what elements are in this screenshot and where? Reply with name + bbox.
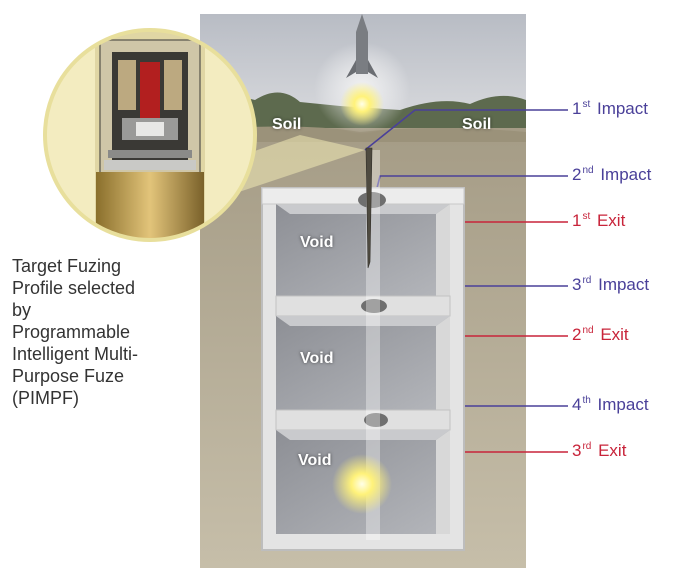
void-label-2: Void [300, 350, 334, 367]
callout-ordinal: st [582, 211, 591, 222]
caption-line: Profile selected [12, 278, 136, 298]
callout-number: 3 [572, 275, 582, 294]
slab-breach-1 [361, 299, 387, 313]
callout-number: 1 [572, 99, 582, 118]
callout-ordinal: rd [582, 275, 592, 286]
callout-ordinal: nd [582, 325, 594, 336]
caption-line: Intelligent Multi- [12, 344, 139, 364]
leader-1st-impact [364, 109, 568, 151]
slab-breach-2 [364, 413, 388, 427]
callout-word: Exit [595, 325, 629, 344]
callout-word: Exit [593, 441, 627, 460]
callout-4th-impact: 4th Impact [572, 395, 649, 415]
soil-label-left: Soil [272, 116, 302, 133]
callout-2nd-impact: 2nd Impact [572, 165, 651, 185]
callout-number: 4 [572, 395, 582, 414]
soil-label-right: Soil [462, 116, 492, 133]
detonation-flash [332, 454, 392, 514]
callout-3rd-exit: 3rd Exit [572, 441, 626, 461]
caption-line: by [12, 300, 32, 320]
callout-ordinal: rd [582, 441, 592, 452]
callout-number: 2 [572, 165, 582, 184]
callout-ordinal: nd [582, 165, 594, 176]
callout-word: Impact [595, 165, 652, 184]
roof-breach [358, 192, 386, 208]
penetrator-weapon [346, 14, 378, 269]
ground-surface [200, 126, 526, 142]
callout-word: Impact [592, 395, 649, 414]
caption-line: Programmable [12, 322, 131, 342]
fuze-red-core [140, 62, 160, 128]
fuze-inset [43, 28, 365, 242]
caption-line: (PIMPF) [12, 388, 79, 408]
callout-2nd-exit: 2nd Exit [572, 325, 629, 345]
void-room-1 [276, 204, 450, 296]
void-room-2 [276, 316, 450, 410]
callout-1st-exit: 1st Exit [572, 211, 625, 231]
impact-flash-surface [340, 82, 384, 126]
callout-number: 1 [572, 211, 582, 230]
callout-word: Impact [593, 275, 650, 294]
callout-ordinal: st [582, 99, 591, 110]
void-label-1: Void [300, 234, 334, 251]
fuze-explosive-fill [96, 172, 204, 240]
callout-number: 3 [572, 441, 582, 460]
callout-ordinal: th [582, 395, 591, 406]
floor-slab-2 [275, 409, 451, 431]
callout-word: Exit [592, 211, 626, 230]
penetrator-shaft [365, 147, 373, 269]
caption-line: Purpose Fuze [12, 366, 125, 386]
callout-number: 2 [572, 325, 582, 344]
caption-line: Target Fuzing [12, 256, 122, 276]
callout-word: Impact [592, 99, 648, 118]
void-label-3: Void [298, 452, 332, 469]
fuze-caption: Target Fuzing Profile selected by Progra… [12, 255, 202, 409]
callout-3rd-impact: 3rd Impact [572, 275, 649, 295]
callout-1st-impact: 1st Impact [572, 99, 648, 119]
